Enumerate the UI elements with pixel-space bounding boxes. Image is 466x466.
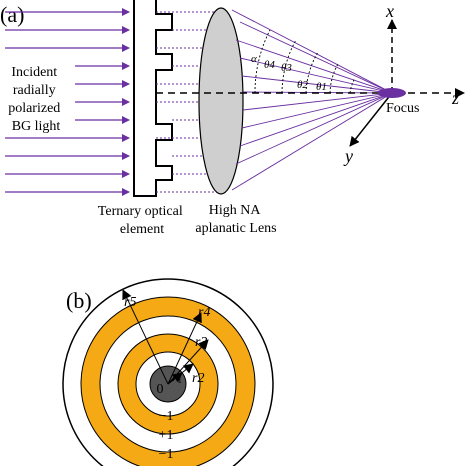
panel-b: (b) r1 r2 r3 r4 r5 0 −1 +1 −1 xyxy=(62,278,274,466)
focus-spot xyxy=(378,88,406,98)
angle-theta3: θ3 xyxy=(281,62,292,74)
angle-theta1: θ1 xyxy=(316,81,327,93)
radius-label-r3: r3 xyxy=(195,335,207,350)
y-axis xyxy=(349,92,393,147)
converging-rays xyxy=(231,9,393,191)
incident-label: Incident radially polarized BG light xyxy=(8,65,64,134)
incident-light-arrows xyxy=(5,8,130,196)
lens-label: High NA aplanatic Lens xyxy=(195,203,276,236)
radius-arrows xyxy=(122,289,209,385)
dotted-rays xyxy=(156,11,222,193)
center-value-label: 0 xyxy=(157,382,164,397)
panel-a: (a) Incident radially polarized BG light xyxy=(0,0,465,237)
z-axis-label: z xyxy=(451,88,459,108)
panel-b-label: (b) xyxy=(66,288,92,313)
angle-theta2: θ2 xyxy=(297,79,308,91)
y-axis-label: y xyxy=(343,146,353,166)
angle-theta4: θ4 xyxy=(264,59,275,71)
ring-value-inner: −1 xyxy=(159,409,174,424)
ternary-optical-element xyxy=(133,0,173,197)
radius-label-r5: r5 xyxy=(124,295,136,310)
x-axis-label: x xyxy=(385,1,394,21)
ring-value-outer: −1 xyxy=(159,447,174,462)
angle-alpha: α xyxy=(251,53,257,65)
radius-label-r1: r1 xyxy=(172,370,182,385)
focus-label: Focus xyxy=(386,101,419,116)
ternary-element-label: Ternary optical element xyxy=(98,204,186,237)
ring-value-middle: +1 xyxy=(159,428,174,443)
radius-label-r4: r4 xyxy=(198,305,210,320)
radius-label-r2: r2 xyxy=(192,371,204,386)
panel-a-label: (a) xyxy=(0,2,24,27)
aplanatic-lens xyxy=(198,7,244,195)
